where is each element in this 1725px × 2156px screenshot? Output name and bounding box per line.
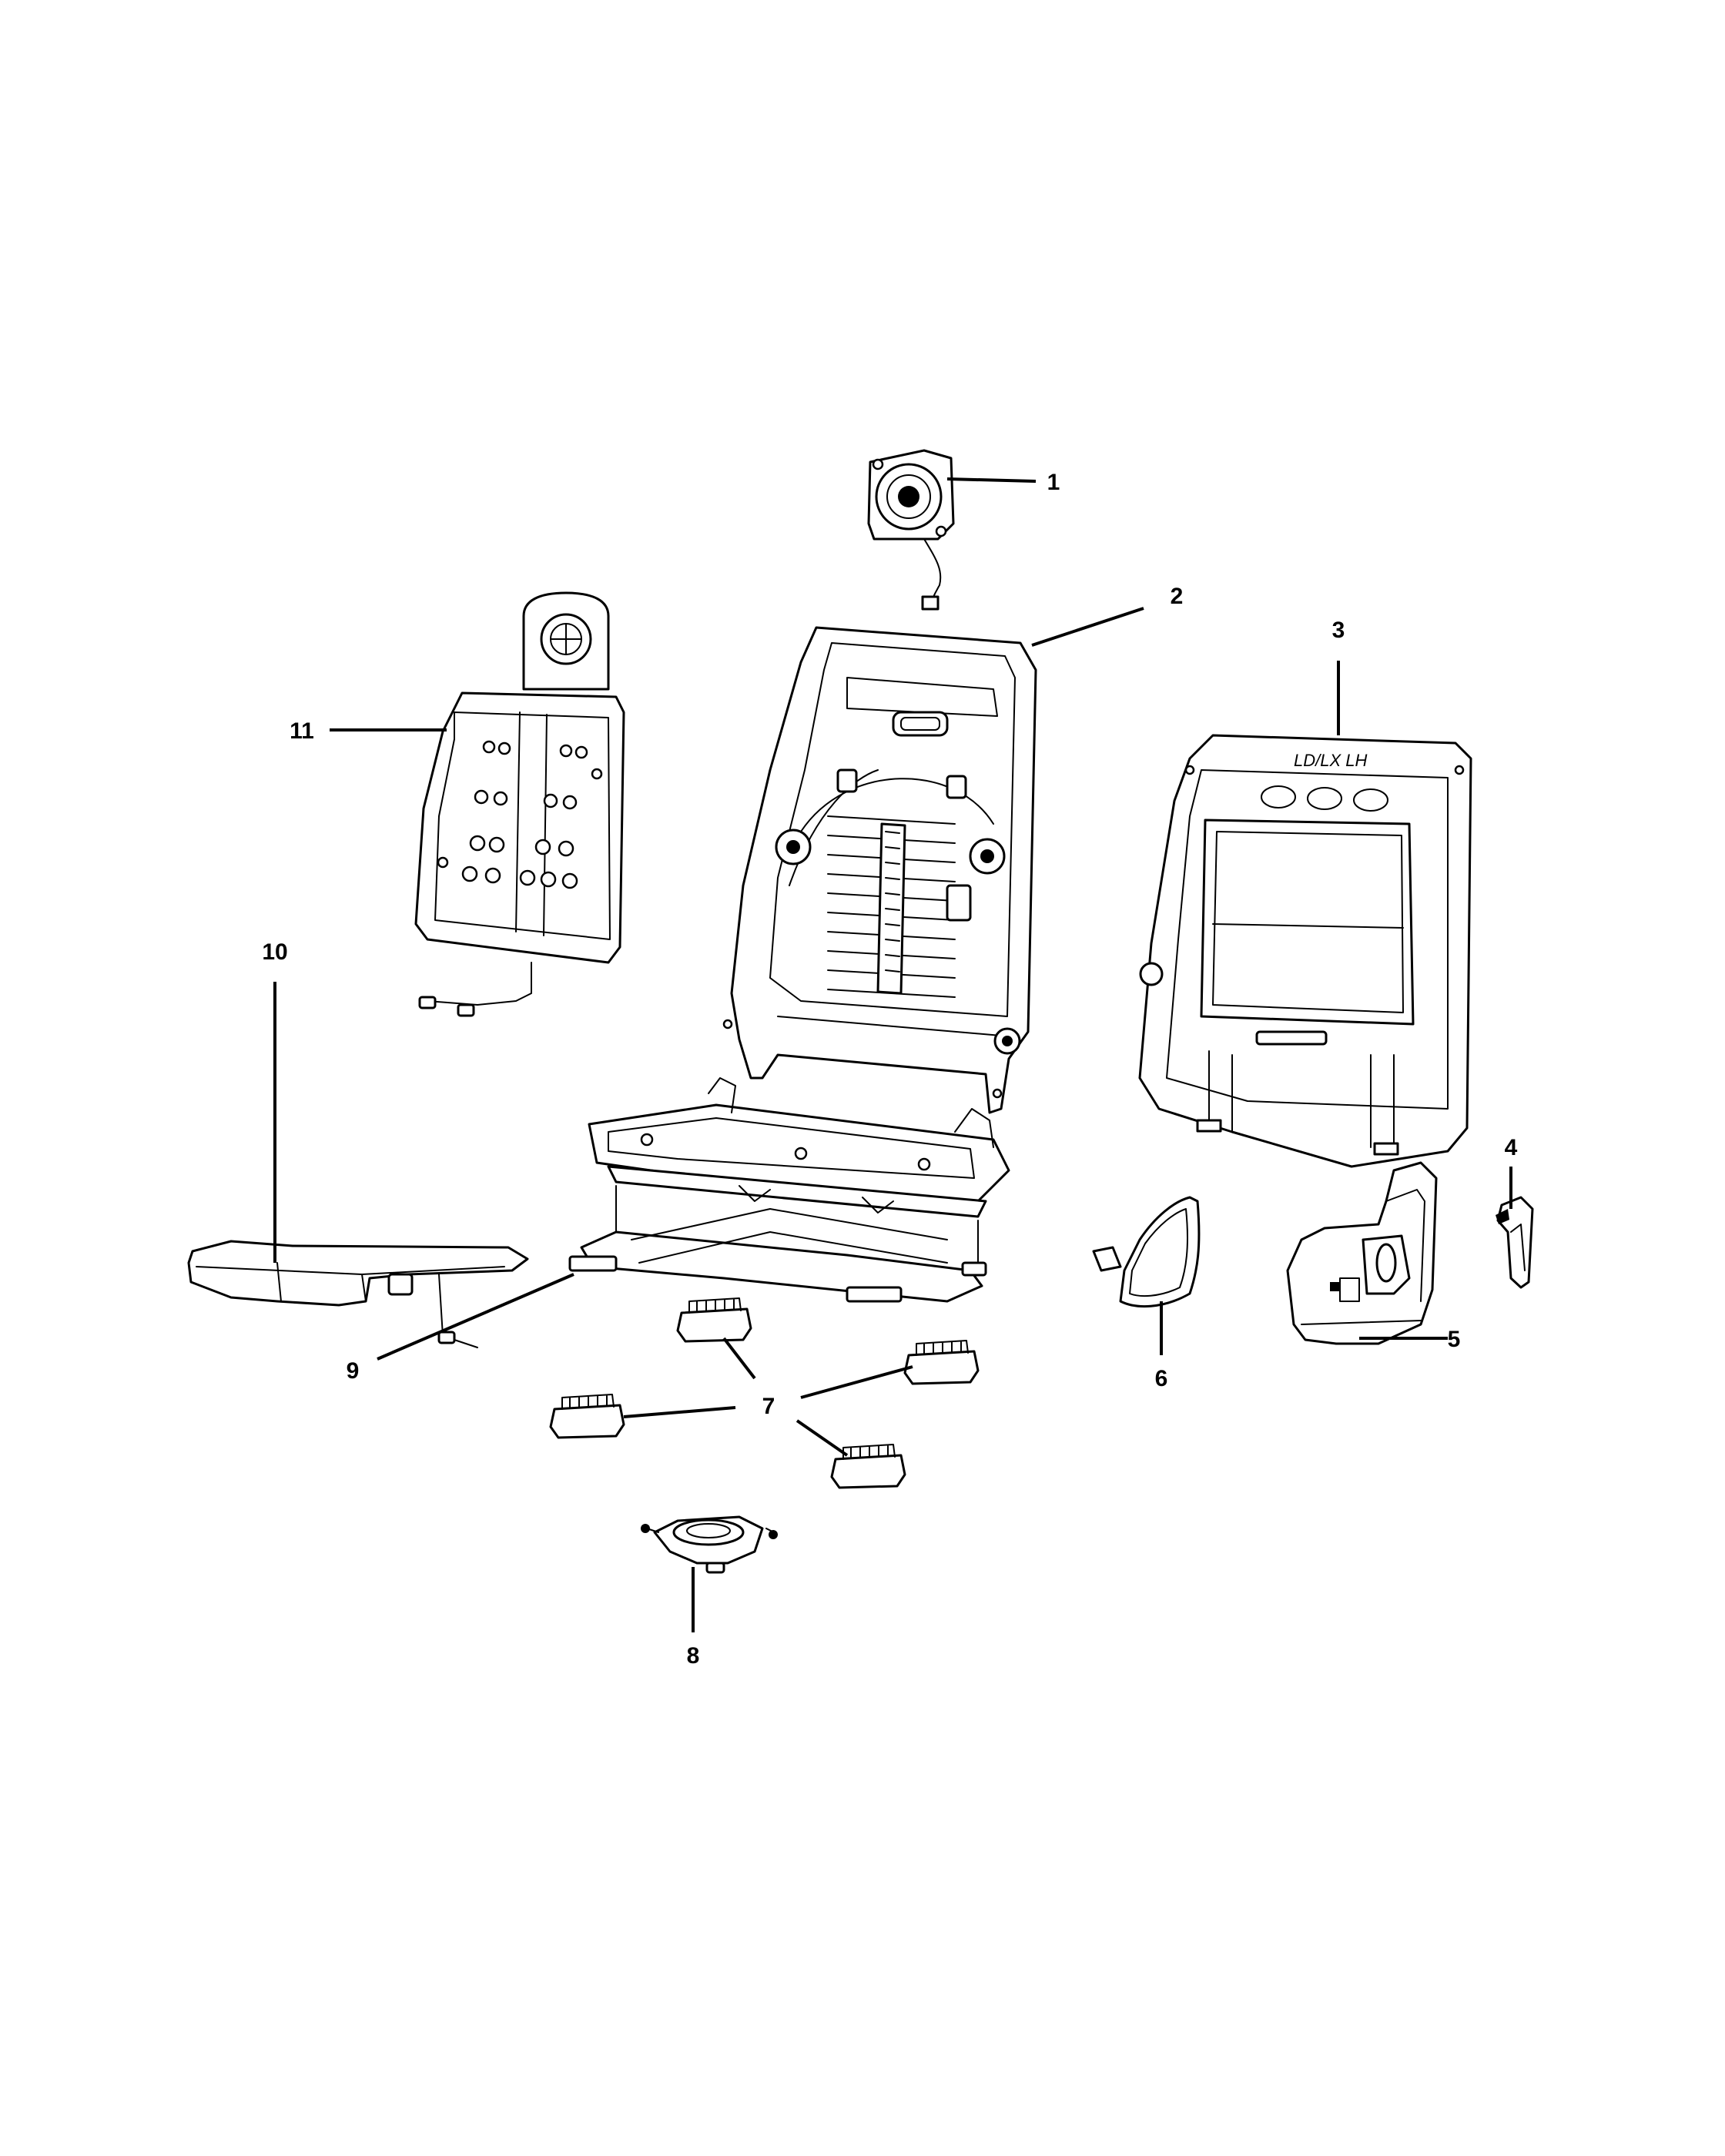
part-2-seatback-frame[interactable]: [722, 626, 1037, 1114]
callout-10: 10: [262, 939, 287, 965]
part-7-track-cover-a[interactable]: [676, 1297, 752, 1343]
leader-7b: [800, 1365, 913, 1399]
leader-9: [377, 1273, 574, 1361]
part-1-actuator[interactable]: [867, 449, 955, 611]
part-5-side-shield[interactable]: [1286, 1161, 1438, 1345]
part-7-track-cover-b[interactable]: [903, 1340, 980, 1385]
panel-stamp-text: LD/LX LH: [1294, 751, 1367, 770]
part-3-seatback-panel[interactable]: LD/LX LH: [1138, 734, 1472, 1168]
part-11-seatback-heater[interactable]: [414, 591, 625, 1017]
callout-7: 7: [762, 1394, 775, 1419]
part-9-cushion-frame[interactable]: [568, 1077, 1010, 1303]
part-10-cushion-heater[interactable]: [187, 1240, 529, 1348]
leader-1: [946, 477, 1037, 483]
callout-2: 2: [1171, 584, 1184, 609]
callout-8: 8: [687, 1643, 700, 1669]
leader-7c: [623, 1406, 736, 1418]
callout-5: 5: [1448, 1327, 1461, 1352]
leader-lines: [273, 477, 1512, 1632]
part-7-track-cover-d[interactable]: [830, 1444, 906, 1489]
part-8-base-actuator[interactable]: [641, 1515, 778, 1574]
callout-1: 1: [1047, 470, 1060, 495]
heater-mat-holes: [437, 740, 603, 889]
seatback-springs: [827, 815, 956, 998]
callout-11: 11: [290, 718, 314, 744]
callout-6: 6: [1155, 1366, 1168, 1391]
callout-3: 3: [1332, 618, 1345, 643]
leader-7d: [796, 1419, 849, 1457]
callout-9: 9: [347, 1358, 360, 1384]
callout-4: 4: [1505, 1135, 1518, 1160]
part-4-trim-clip[interactable]: [1496, 1196, 1534, 1289]
part-7-track-cover-c[interactable]: [549, 1394, 625, 1439]
leader-7a: [722, 1337, 756, 1380]
callout-labels: 1 2 3 4 5 6 7 8 9 10 11: [262, 470, 1517, 1669]
leader-2: [1031, 607, 1144, 647]
part-6-bracket[interactable]: [1092, 1196, 1201, 1308]
